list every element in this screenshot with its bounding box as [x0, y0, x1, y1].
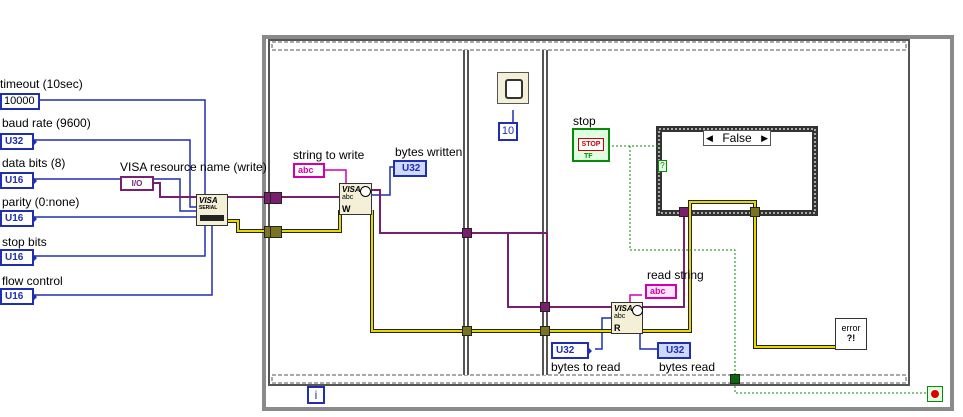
case-next-icon[interactable]: ▶ [761, 133, 768, 143]
error-seq-tunnel-1 [462, 326, 472, 336]
serial-port-icon [200, 215, 224, 221]
stop-bits-label: stop bits [2, 235, 47, 249]
bytes-written-indicator: U32 [393, 160, 427, 177]
stop-button-control[interactable]: STOP TF [572, 128, 610, 162]
error-seq-tunnel-2 [540, 326, 550, 336]
error-tunnel-seq [270, 226, 282, 238]
string-to-write-control[interactable]: abc [293, 163, 325, 178]
visa-read-node[interactable]: VISA abc R [611, 302, 643, 334]
stop-if-true-icon [931, 390, 939, 398]
timeout-control[interactable]: 10000 [0, 93, 40, 110]
baud-rate-label: baud rate (9600) [2, 116, 91, 130]
case-prev-icon[interactable]: ◀ [706, 133, 713, 143]
visa-resource-label: VISA resource name (write) [120, 160, 267, 174]
string-to-write-label: string to write [293, 148, 365, 162]
bytes-read-label: bytes read [659, 360, 716, 374]
parity-label: parity (0:none) [2, 195, 80, 209]
bytes-read-indicator: U32 [657, 342, 691, 359]
bytes-to-read-control[interactable]: U32 [551, 342, 592, 359]
stop-bits-control[interactable]: U16 [0, 249, 37, 266]
watch-icon [505, 79, 523, 99]
visa-seq-tunnel-2 [540, 302, 550, 312]
case-selector-terminal: ? [658, 160, 667, 172]
case-selector[interactable]: ◀ False ▶ [703, 130, 771, 146]
timeout-label: timeout (10sec) [0, 77, 83, 91]
loop-condition-terminal[interactable] [927, 386, 943, 402]
wait-ms-node[interactable] [497, 72, 529, 104]
read-string-indicator: abc [645, 284, 677, 299]
visa-case-tunnel [679, 207, 689, 217]
visa-write-node[interactable]: VISA abc W [339, 183, 372, 215]
clock-icon [360, 186, 371, 197]
visa-tunnel-seq [270, 192, 282, 204]
bytes-to-read-label: bytes to read [551, 360, 621, 374]
flow-control-label: flow control [2, 274, 63, 288]
parity-control[interactable]: U16 [0, 210, 37, 227]
visa-resource-control[interactable]: I/O [120, 176, 154, 191]
flow-control-control[interactable]: U16 [0, 288, 37, 305]
loop-iteration-terminal: i [307, 386, 325, 404]
visa-seq-tunnel-1 [462, 228, 472, 238]
data-bits-control[interactable]: U16 [0, 172, 37, 189]
visa-configure-serial-node[interactable]: VISA SERIAL [196, 194, 228, 226]
simple-error-handler-node[interactable]: error ?! [835, 318, 867, 350]
data-bits-label: data bits (8) [2, 156, 66, 170]
clock-icon [632, 305, 643, 316]
stop-button-label: stop [573, 114, 596, 128]
baud-rate-control[interactable]: U32 [0, 133, 37, 150]
wait-ms-constant[interactable]: 10 [498, 122, 518, 141]
read-string-label: read string [647, 268, 704, 282]
bool-tunnel [730, 374, 740, 384]
bytes-written-label: bytes written [395, 145, 463, 159]
error-case-tunnel [750, 207, 760, 217]
